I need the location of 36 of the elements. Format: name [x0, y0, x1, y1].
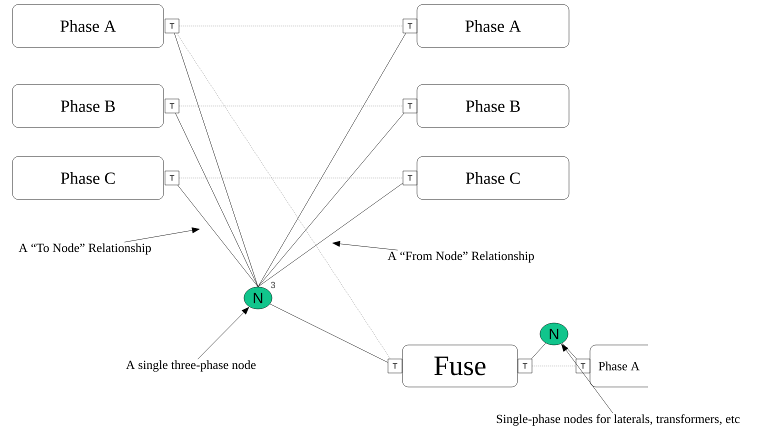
terminal-box: T: [164, 98, 180, 114]
connector-line: [258, 113, 404, 287]
connector-line: [178, 185, 258, 287]
phase-box: Fuse: [402, 344, 518, 388]
connector-line: [531, 342, 546, 359]
superscript-number: 3: [270, 282, 276, 288]
terminal-box: T: [164, 18, 180, 34]
phase-box: Phase B: [12, 84, 164, 128]
annotation-text: A single three-phase node: [126, 360, 256, 372]
terminal-box: T: [164, 170, 180, 186]
phase-box: Phase A: [416, 4, 570, 48]
leader-arrow: [332, 240, 398, 250]
phase-box: Phase C: [12, 156, 164, 200]
phase-box: Phase C: [416, 156, 570, 200]
phase-box: Phase A: [12, 4, 164, 48]
annotation-text: A “To Node” Relationship: [18, 243, 151, 255]
dotted-connector: [176, 33, 390, 359]
terminal-box: T: [402, 18, 418, 34]
connector-line: [258, 33, 406, 287]
connector-line: [270, 304, 388, 363]
terminal-box: T: [518, 358, 532, 374]
leader-arrow: [124, 227, 200, 242]
terminal-box: T: [402, 170, 418, 186]
leader-arrow: [561, 344, 614, 414]
phase-box: Phase B: [416, 84, 570, 128]
connector-line: [175, 113, 258, 287]
leader-arrow: [198, 307, 250, 360]
annotation-text: Single-phase nodes for laterals, transformers, etc: [496, 414, 740, 426]
phase-box: Phase A: [590, 344, 648, 388]
annotation-text: A “From Node” Relationship: [388, 251, 534, 263]
terminal-box: T: [576, 358, 590, 374]
connector-line: [258, 182, 403, 287]
terminal-box: T: [402, 98, 418, 114]
connector-line: [562, 342, 577, 359]
terminal-box: T: [388, 358, 402, 374]
connector-line: [174, 33, 258, 287]
